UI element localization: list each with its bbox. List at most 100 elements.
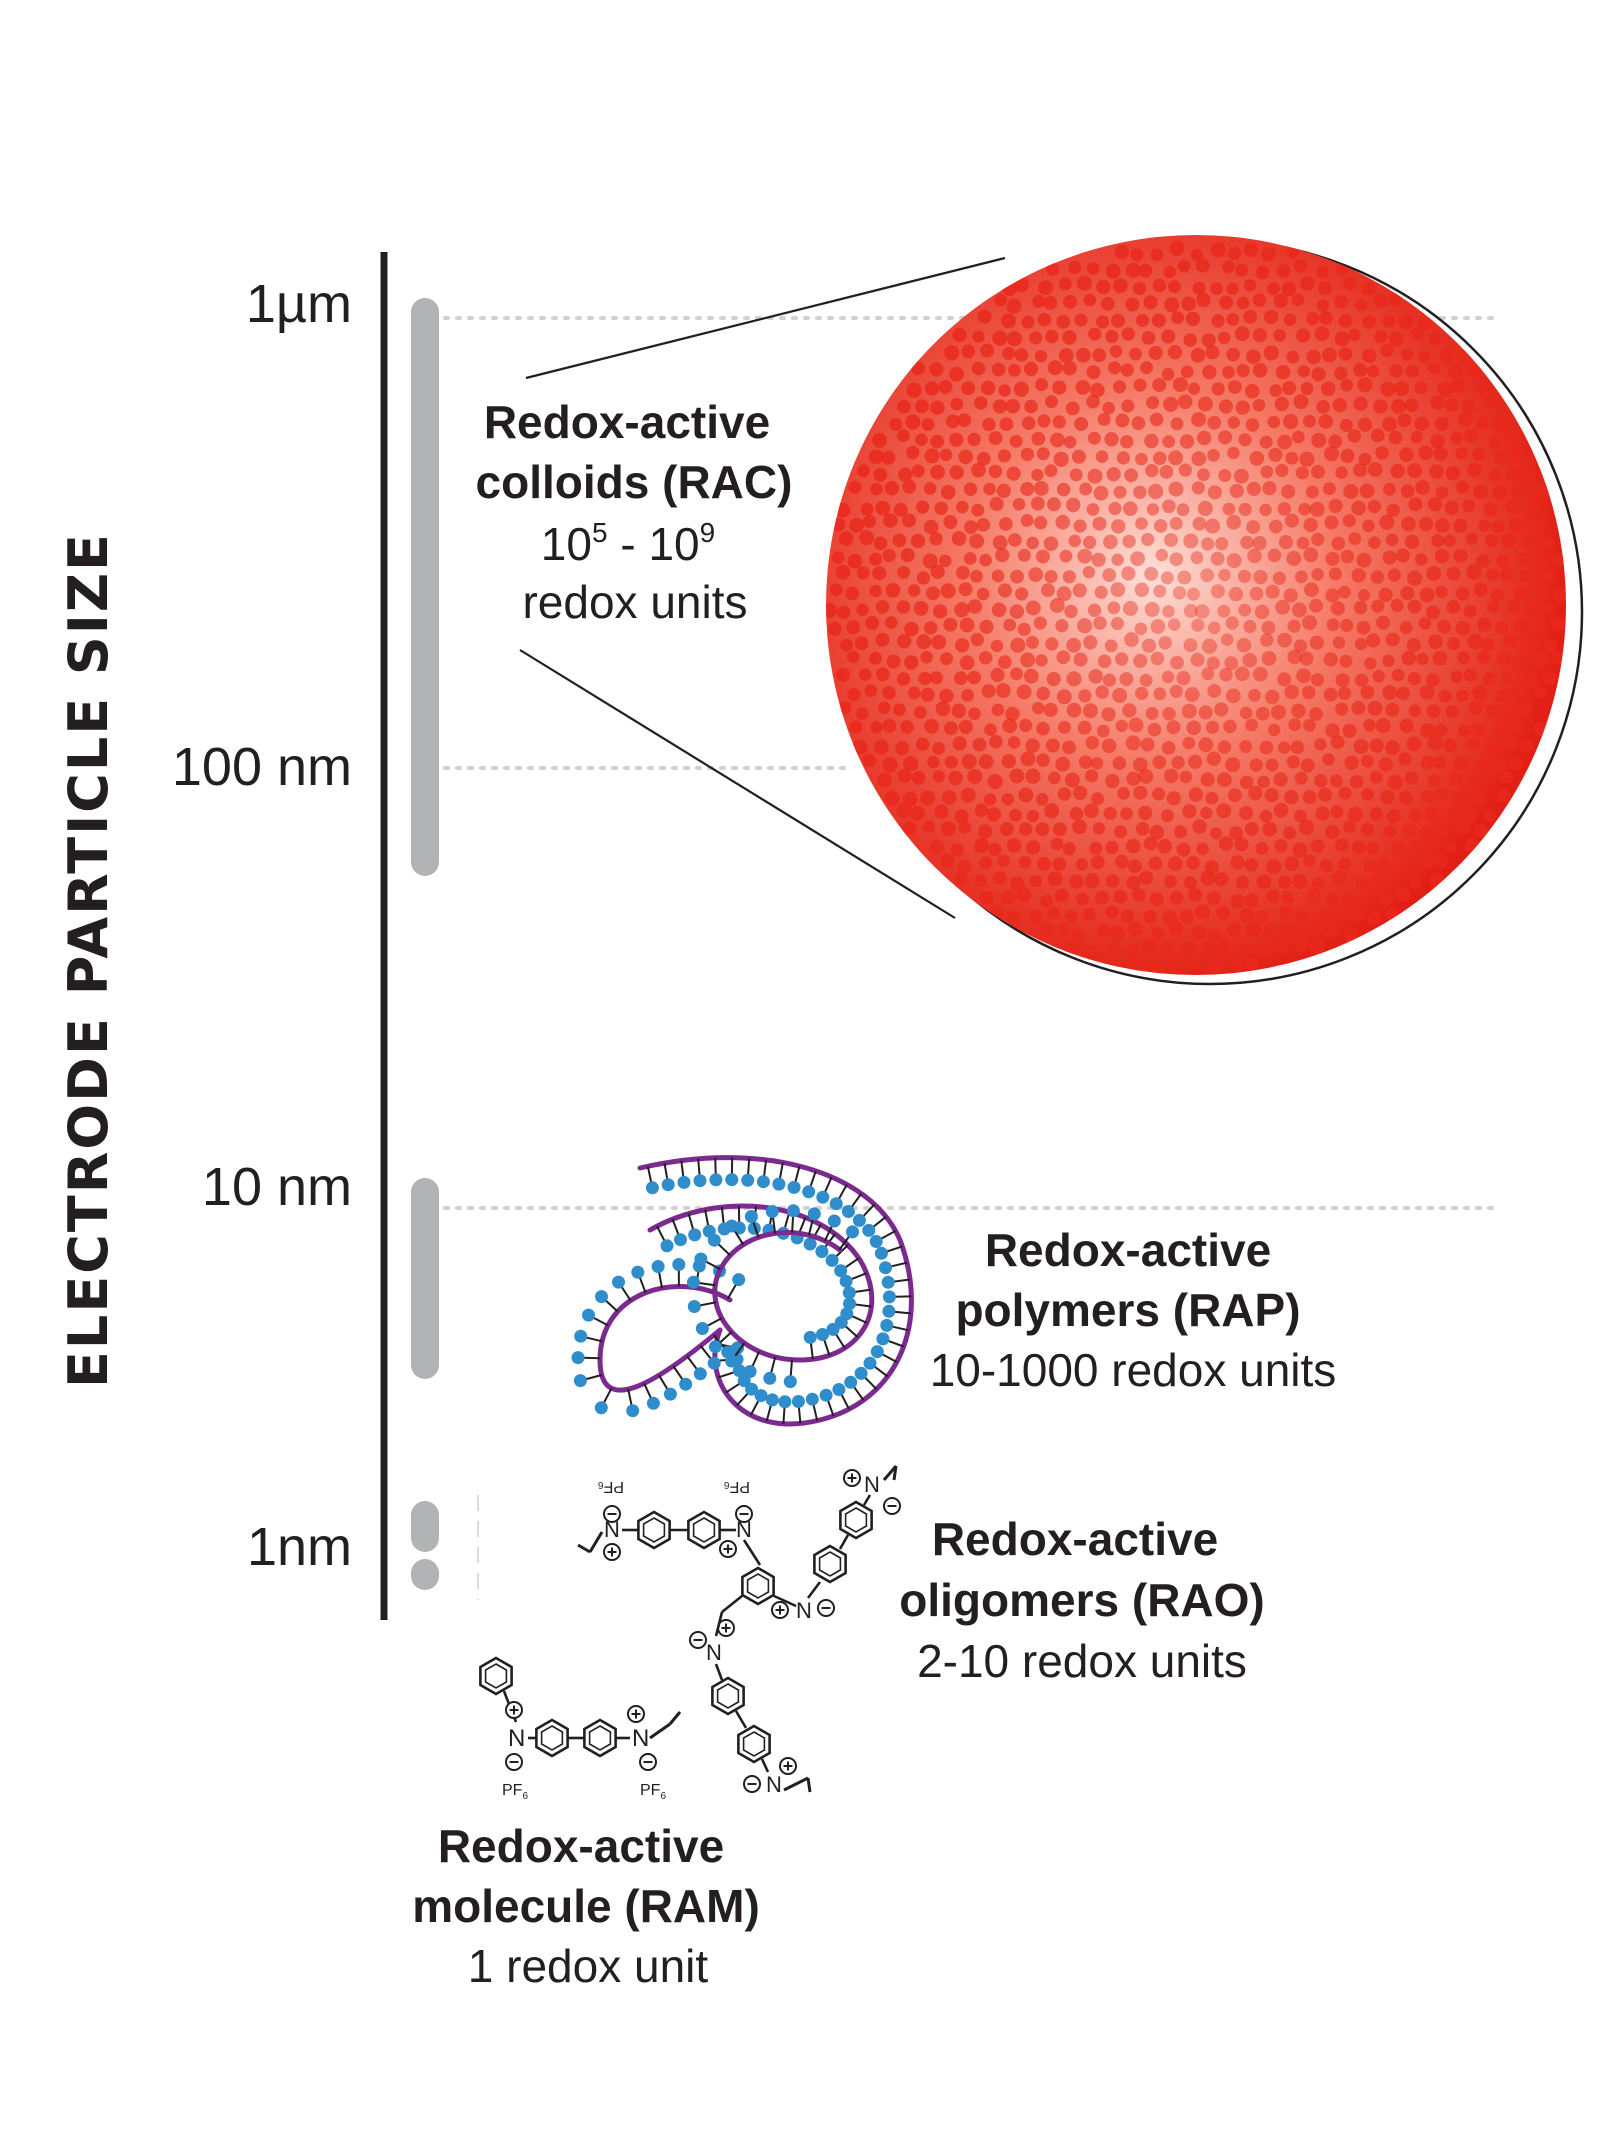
colloid-particle [1186,720,1201,736]
colloid-particle [911,464,925,478]
colloid-particle [1360,685,1375,700]
colloid-particle [969,533,985,549]
colloid-particle [1427,735,1443,751]
colloid-particle [1205,720,1220,734]
colloid-particle [1391,399,1406,414]
colloid-particle [1450,670,1463,684]
colloid-particle [1225,757,1241,773]
colloid-particle [872,433,887,448]
colloid-particle [1419,517,1434,532]
colloid-particle [1367,911,1382,926]
colloid-particle [1363,859,1377,873]
colloid-particle [1415,553,1428,566]
colloid-particle [967,670,981,685]
colloid-particle [1433,853,1448,868]
colloid-particle [1486,568,1499,581]
colloid-particle [1292,430,1305,444]
colloid-particle [1062,361,1077,376]
colloid-particle [1121,566,1136,581]
colloid-particle [1429,464,1444,479]
colloid-particle [1500,770,1514,784]
colloid-particle [1510,720,1524,734]
colloid-particle [1306,922,1322,937]
polymer-redox-bead [693,1174,707,1188]
colloid-particle [964,520,978,535]
colloid-particle [929,362,944,377]
colloid-particle [1278,905,1293,920]
colloid-particle [1071,928,1085,942]
polymer-redox-bead [687,1275,700,1289]
colloid-particle [1371,599,1385,613]
colloid-particle [1066,671,1082,687]
polymer-redox-bead [807,1207,821,1221]
colloid-particle [1066,637,1082,653]
colloid-particle [949,366,964,382]
colloid-particle [939,448,953,461]
colloid-particle [1249,758,1263,772]
colloid-particle [1500,671,1513,684]
colloid-particle [1227,416,1240,429]
colloid-particle [1445,466,1461,481]
polymer-redox-bead [832,1383,846,1396]
rac-range-exp1: 5 [592,517,608,548]
colloid-particle [1151,961,1165,975]
polymer-redox-bead [754,1389,768,1403]
colloid-particle [1454,791,1468,805]
colloid-particle [1263,310,1279,325]
colloid-particle [1467,462,1482,478]
colloid-particle [1216,803,1232,819]
colloid-particle [958,582,973,597]
colloid-particle [1382,416,1397,432]
colloid-particle [1095,450,1109,464]
colloid-particle [1243,619,1257,634]
colloid-particle [1238,603,1252,617]
oligo-n-1: N [604,1517,620,1542]
colloid-particle [1405,364,1419,378]
colloid-particle [954,671,968,686]
colloid-particle [1187,382,1201,395]
colloid-particle [1342,723,1357,738]
colloid-particle [1036,686,1050,701]
colloid-particle [1085,769,1099,783]
colloid-particle [1494,757,1509,772]
colloid-particle [1174,825,1187,839]
colloid-particle [1506,466,1522,482]
polymer-redox-bead [803,1330,817,1344]
polymer-redox-bead [571,1351,585,1365]
colloid-particle [997,854,1011,868]
colloid-particle [1129,347,1142,361]
colloid-particle [1419,826,1433,840]
colloid-particle [1111,519,1126,534]
colloid-particle [1055,619,1069,633]
colloid-particle [1449,431,1463,445]
colloid-particle [869,552,883,566]
colloid-particle [1519,702,1533,716]
oligo-n-4: N [864,1472,880,1497]
colloid-particle [993,871,1007,885]
colloid-particle [929,532,943,546]
colloid-particle [1047,497,1061,512]
colloid-particle [1121,399,1135,413]
polymer-redox-bead [732,1364,746,1378]
colloid-particle [1063,435,1077,449]
colloid-particle [1311,532,1325,547]
colloid-particle [1246,481,1261,496]
colloid-particle [1326,618,1340,632]
colloid-particle [1468,700,1483,715]
colloid-particle [1467,365,1483,380]
colloid-particle [1176,503,1190,517]
colloid-particle [1444,500,1459,515]
colloid-particle [1102,401,1115,415]
colloid-particle [1402,823,1416,837]
polymer-redox-bead [805,1392,819,1406]
colloid-particle [1293,259,1307,273]
colloid-particle [1414,416,1429,431]
colloid-particle [903,756,919,772]
colloid-particle [1171,755,1185,770]
colloid-particle [916,571,931,585]
colloid-particle [1523,602,1537,617]
polymer-redox-bead [852,1213,866,1227]
colloid-particle [839,531,854,546]
colloid-particle [878,701,891,715]
polymer-redox-bead [595,1290,608,1304]
